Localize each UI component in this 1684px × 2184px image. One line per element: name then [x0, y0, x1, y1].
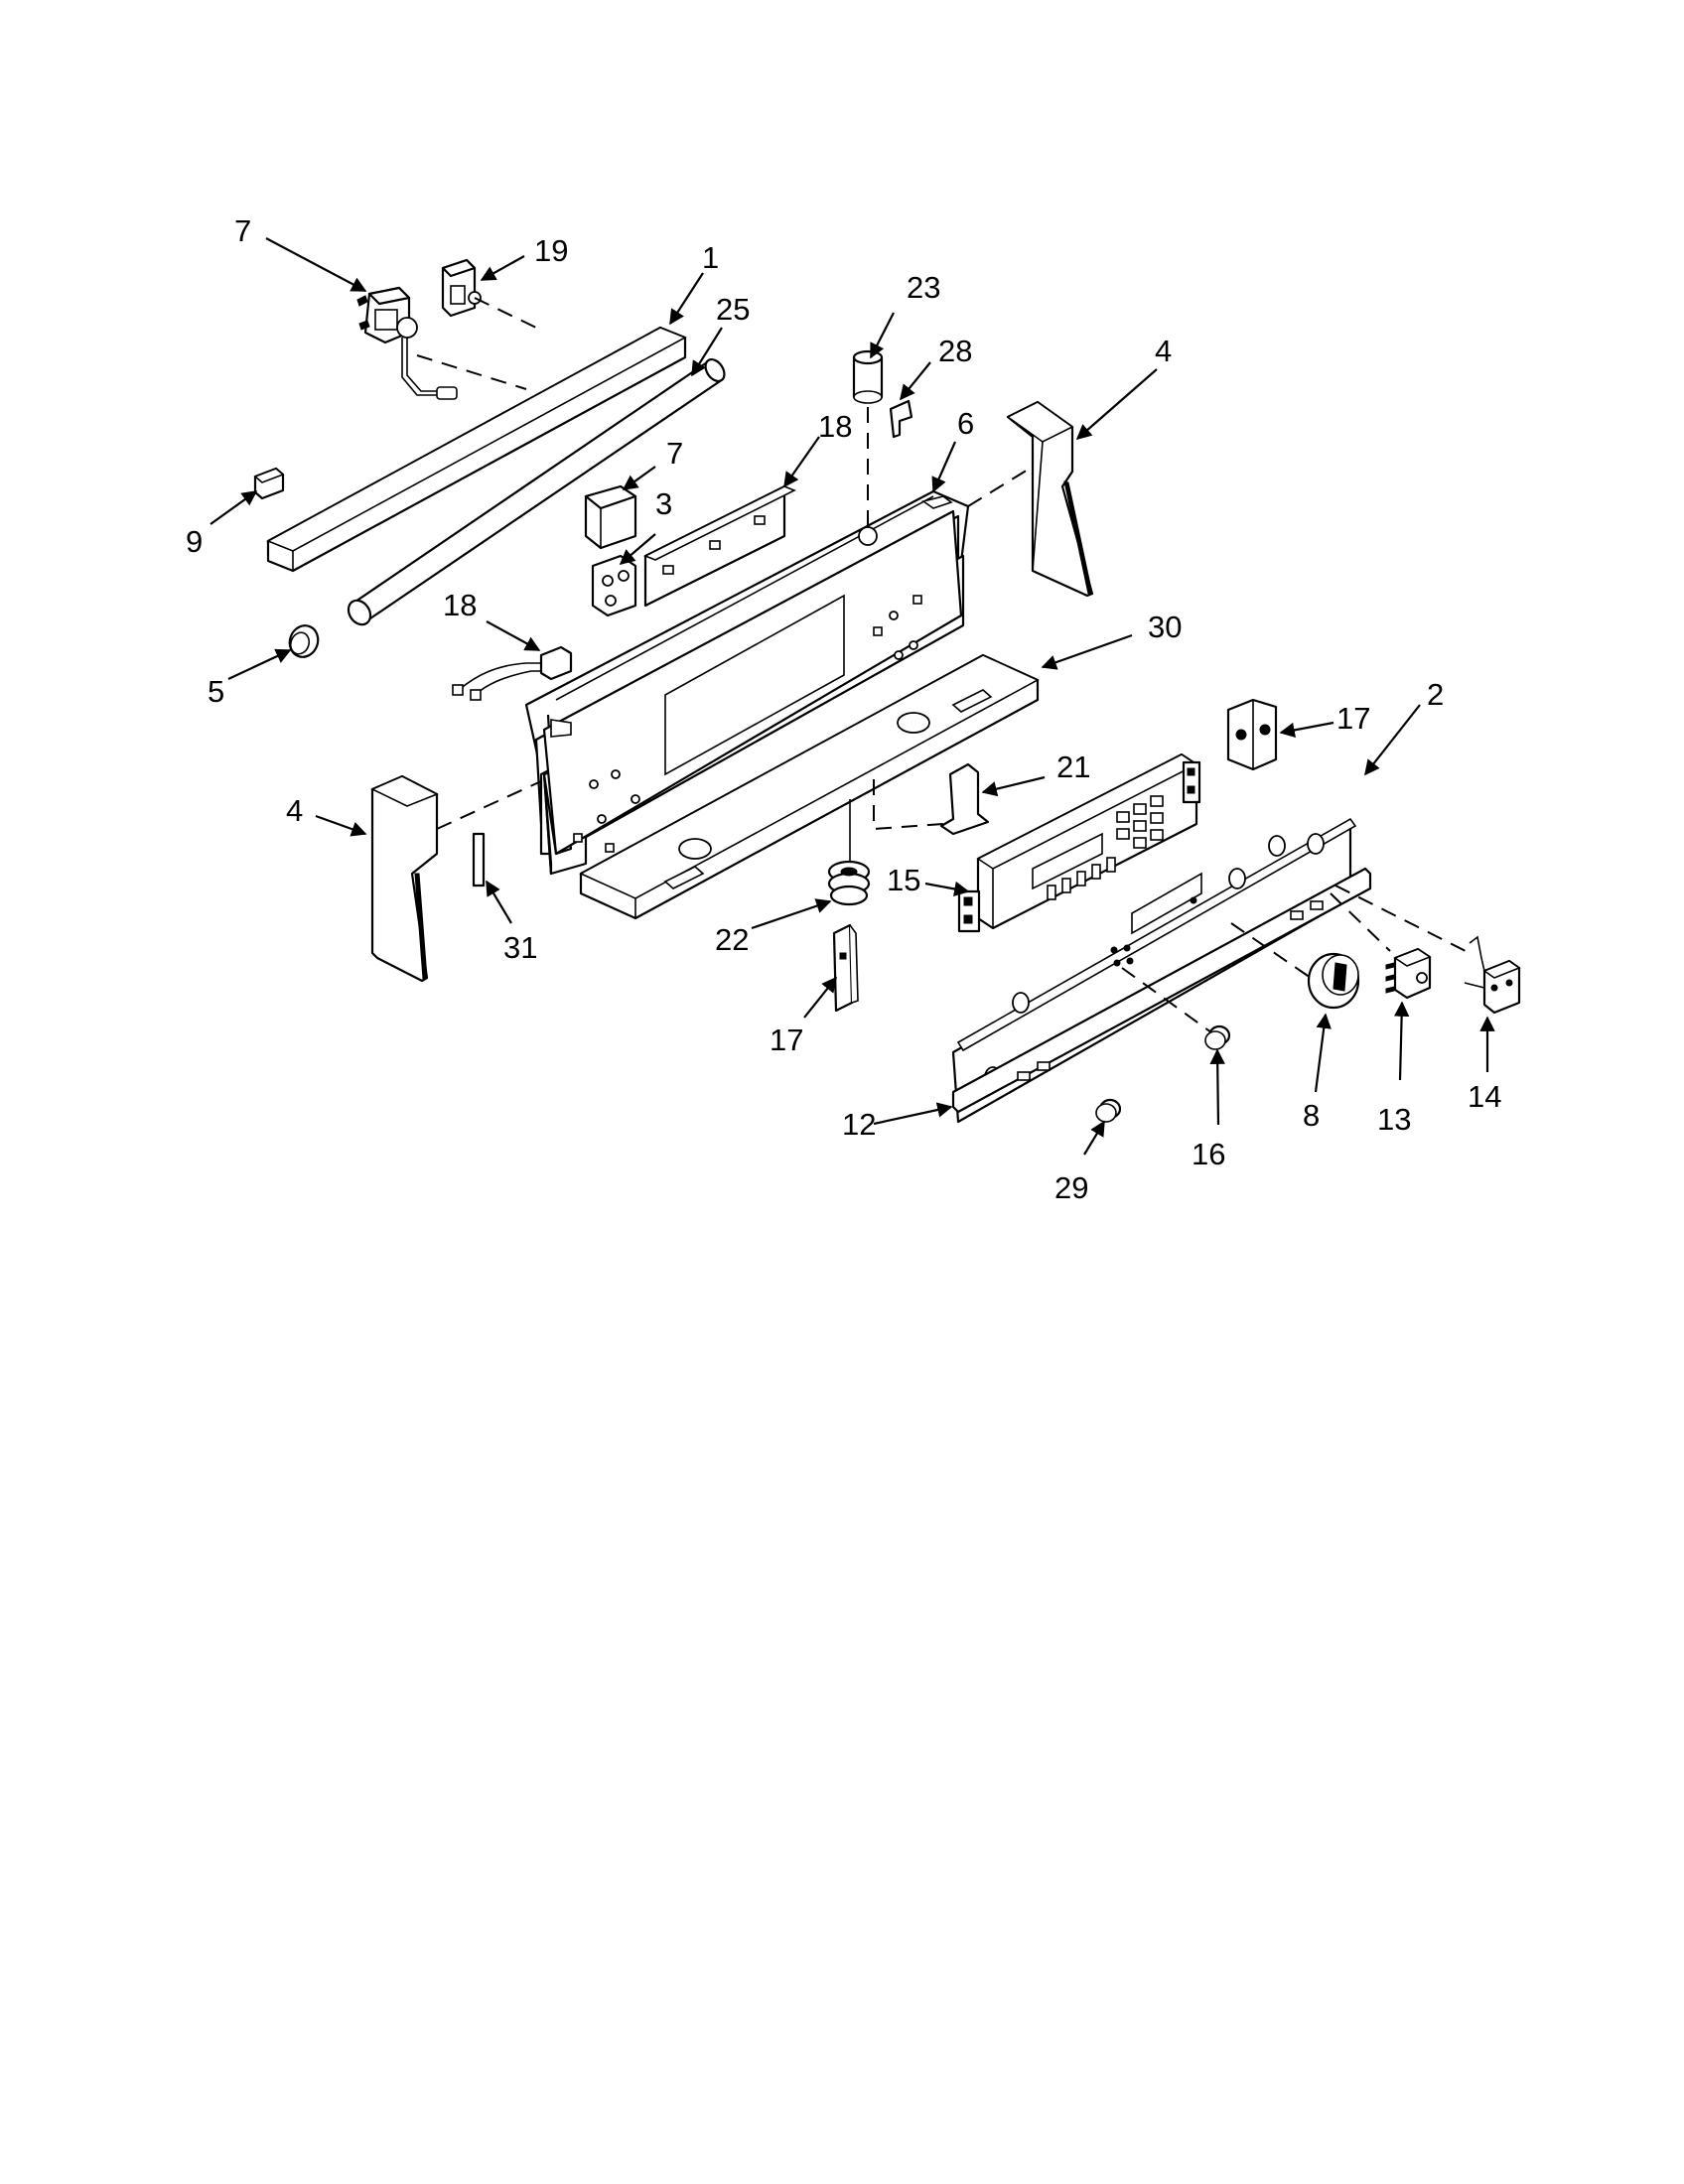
callout-7: 7 [234, 213, 251, 248]
callout-4-left: 4 [286, 793, 303, 828]
callout-16: 16 [1192, 1137, 1225, 1171]
part-29-button [1095, 1098, 1122, 1123]
part-22-spring [827, 799, 871, 906]
part-8-knob [1307, 952, 1360, 1010]
callout-2: 2 [1427, 677, 1444, 712]
callout-31: 31 [503, 930, 537, 965]
part-23-cylinder [852, 349, 884, 526]
part-17-bracket-lower [832, 923, 859, 1013]
part-21-bracket [939, 762, 990, 836]
part-19-switch [441, 258, 482, 318]
callout-5: 5 [208, 674, 224, 709]
dash-4a [967, 466, 1034, 507]
part-5-socket [288, 624, 320, 658]
part-13-switch [1385, 947, 1432, 1000]
callout-18: 18 [818, 409, 852, 444]
callout-1: 1 [702, 240, 719, 275]
callout-29: 29 [1054, 1170, 1088, 1205]
callout-9: 9 [186, 524, 203, 559]
dash-4b [436, 780, 542, 830]
callout-22: 22 [715, 922, 749, 957]
callout-15: 15 [887, 863, 920, 897]
part-4-end-cap-right [1006, 400, 1094, 598]
callout-4: 4 [1155, 334, 1172, 368]
part-15-electronic-control [957, 752, 1201, 933]
leader-dash-16 [1121, 967, 1212, 1033]
callout-17-lower: 17 [770, 1023, 803, 1057]
dash-7 [416, 354, 527, 390]
part-3-terminal-block [591, 554, 637, 617]
leader-dash-21 [873, 779, 944, 831]
part-28-clip [889, 399, 913, 439]
callout-17: 17 [1336, 701, 1370, 736]
part-17-bracket-upper [1226, 698, 1278, 771]
callout-14: 14 [1468, 1079, 1501, 1114]
callout-labels: 7 19 1 25 23 28 4 18 6 7 3 9 18 5 30 17 … [186, 213, 1501, 1205]
part-7-thermostat [356, 286, 458, 400]
callout-21: 21 [1056, 750, 1090, 784]
callout-25: 25 [716, 292, 750, 327]
callout-8: 8 [1303, 1098, 1320, 1133]
callout-19: 19 [534, 233, 568, 268]
part-7-relay [584, 484, 637, 550]
part-31-strip [472, 832, 486, 887]
leader-arrows [210, 237, 1495, 1156]
callout-13: 13 [1377, 1102, 1411, 1137]
callout-12: 12 [842, 1107, 876, 1142]
callout-30: 30 [1148, 610, 1182, 644]
part-25-fluorescent-tube [347, 357, 726, 626]
part-18-wire-harness [452, 645, 573, 701]
dash-19 [474, 297, 537, 329]
leader-dash-8 [1230, 922, 1312, 979]
callout-23: 23 [907, 270, 940, 305]
part-30-deflector [579, 653, 1040, 920]
callout-6: 6 [957, 406, 974, 441]
control-buttons [1047, 795, 1164, 900]
callout-3: 3 [655, 486, 672, 521]
part-9-clip [253, 467, 285, 500]
part-4-end-cap-left [370, 774, 439, 983]
part-12-trim-strip [951, 867, 1372, 1114]
part-14-terminal-bracket [1464, 935, 1521, 1015]
part-1-trim-bar [266, 326, 687, 573]
part-18-bracket-upper [643, 484, 796, 608]
callout-28: 28 [938, 334, 972, 368]
part-6-backguard-panel [524, 489, 970, 876]
callout-18-harness: 18 [443, 588, 477, 622]
callout-7-relay: 7 [666, 436, 683, 471]
leader-dash-13 [1330, 892, 1391, 952]
